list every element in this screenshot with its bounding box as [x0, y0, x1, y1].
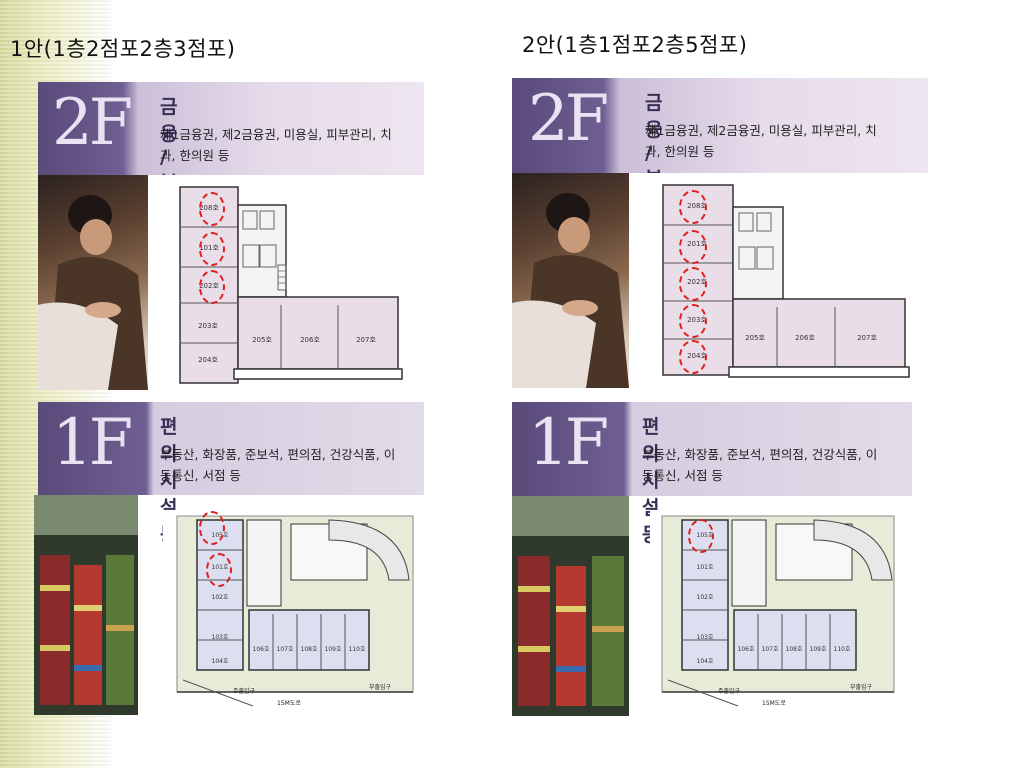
option-2-title: 2안(1층1점포2층5점포): [522, 33, 748, 57]
selected-store-marker: [679, 340, 707, 374]
room-label: 107호: [276, 645, 294, 653]
room-label: 107호: [761, 645, 779, 653]
side-entrance-label: 부출입구: [850, 684, 873, 691]
floor-1-plan: 105호 101호 102호 103호 104호 106호 107호 108호 …: [163, 510, 419, 710]
selected-store-marker: [679, 267, 707, 301]
selected-store-marker: [206, 553, 232, 587]
floor-1-description: 부동산, 화장품, 준보석, 편의점, 건강식품, 이동통신, 서점 등: [642, 447, 878, 483]
floor-1-banner: [512, 402, 912, 496]
floor-1-plan-outline: [176, 515, 414, 707]
room-label: 103호: [211, 633, 229, 641]
selected-store-marker: [679, 190, 707, 224]
store-photo-image: [512, 496, 629, 716]
floor-2-plan-outline: [662, 184, 910, 378]
room-label: 205호: [745, 334, 765, 342]
selected-store-marker: [688, 519, 714, 553]
store-photo-image: [34, 495, 138, 715]
selected-store-marker: [679, 230, 707, 264]
floor-2-description: 제1금융권, 제2금융권, 미용실, 피부관리, 치과, 한의원 등: [645, 123, 877, 159]
floor-2-banner: [38, 82, 424, 175]
room-label: 207호: [857, 334, 877, 342]
floor-1-description: 부동산, 화장품, 준보석, 편의점, 건강식품, 이동통신, 서점 등: [160, 447, 396, 483]
floor-2-label: 2F: [52, 86, 133, 160]
store-photo: [512, 496, 629, 716]
room-label: 206호: [300, 336, 320, 344]
selected-store-marker: [679, 304, 707, 338]
selected-store-marker: [199, 270, 225, 304]
floor-1-label: 1F: [52, 406, 133, 480]
room-label: 101호: [696, 563, 714, 571]
room-label: 104호: [211, 657, 229, 665]
clinic-photo-image: [512, 193, 629, 388]
floor-1-label: 1F: [528, 406, 609, 480]
room-label: 102호: [211, 593, 229, 601]
room-label: 102호: [696, 593, 714, 601]
room-label: 109호: [809, 645, 827, 653]
floor-2-plan: 208호 101호 202호 203호 204호 205호 206호 207호: [148, 175, 424, 390]
room-label: 109호: [324, 645, 342, 653]
road-label: 15M도로: [762, 700, 786, 707]
floor-2-label: 2F: [528, 82, 609, 156]
room-label: 110호: [348, 645, 366, 653]
room-label: 103호: [696, 633, 714, 641]
room-label: 106호: [252, 645, 270, 653]
room-label: 205호: [252, 336, 272, 344]
selected-store-marker: [199, 511, 225, 545]
clinic-photo-image: [38, 195, 148, 390]
clinic-photo: [38, 175, 148, 390]
floor-2-plan-outline: [179, 186, 403, 384]
side-entrance-label: 부출입구: [369, 684, 392, 691]
floor-1-banner: [38, 402, 424, 495]
room-label: 104호: [696, 657, 714, 665]
main-entrance-label: 주출입구: [718, 688, 741, 695]
room-label: 207호: [356, 336, 376, 344]
room-label: 204호: [198, 356, 218, 364]
room-label: 108호: [300, 645, 318, 653]
room-label: 206호: [795, 334, 815, 342]
selected-store-marker: [199, 232, 225, 266]
road-label: 15M도로: [277, 700, 301, 707]
room-label: 106호: [737, 645, 755, 653]
main-entrance-label: 주출입구: [233, 688, 256, 695]
room-label: 108호: [785, 645, 803, 653]
floor-2-description: 제1금융권, 제2금융권, 미용실, 피부관리, 치과, 한의원 등: [160, 127, 392, 163]
selected-store-marker: [199, 192, 225, 226]
clinic-photo: [512, 173, 629, 388]
floor-2-plan: 208호 201호 202호 203호 204호 205호 206호 207호: [629, 173, 928, 388]
floor-2-banner: [512, 78, 928, 173]
room-label: 110호: [833, 645, 851, 653]
store-photo: [34, 495, 138, 715]
option-1-title: 1안(1층2점포2층3점포): [10, 37, 236, 61]
room-label: 203호: [198, 322, 218, 330]
